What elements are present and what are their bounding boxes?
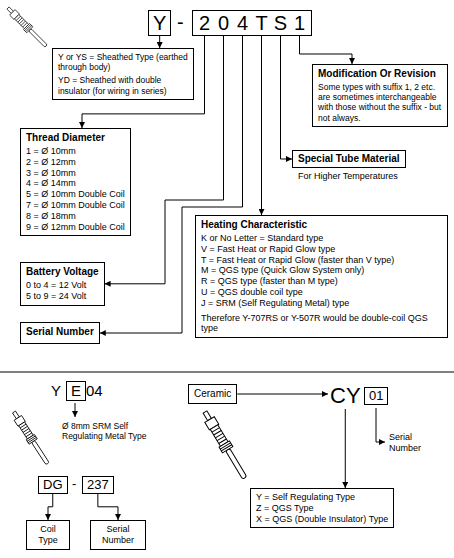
tube-material-box: Special Tube MaterialFor Higher Temperat… — [292, 148, 406, 182]
leader-arrow — [376, 408, 385, 442]
box-text: V = Fast Heat or Rapid Glow type — [201, 244, 442, 255]
connector-arrow — [98, 494, 118, 520]
glow-plug-figure — [200, 409, 250, 481]
box-text: 5 = Ø 10mm Double Coil — [26, 189, 125, 200]
glow-plug-figure — [10, 409, 52, 466]
box-text: Therefore Y-707RS or Y-507R would be dou… — [201, 313, 442, 335]
connector-arrow — [281, 35, 293, 159]
connector-arrow — [345, 409, 346, 488]
box-heading: Battery Voltage — [26, 266, 99, 278]
serial-code-box: 01 — [364, 387, 388, 405]
box-text: 2 = Ø 12mm — [26, 157, 125, 168]
box-heading: Thread Diameter — [26, 132, 125, 144]
box-text: 9 = Ø 12mm Double Coil — [26, 222, 125, 233]
box-text: M = QGS type (Quick Glow System only) — [201, 265, 442, 276]
coil-code-box: DG — [38, 476, 68, 494]
box-heading: Coil Type — [32, 524, 64, 546]
voltage-box: Battery Voltage 0 to 4 = 12 Volt5 to 9 = … — [20, 262, 105, 306]
box-text: 1 = Ø 10mm — [26, 146, 125, 157]
separator-line — [0, 372, 454, 373]
serial-code-box: 237 — [82, 476, 114, 494]
box-text: J = SRM (Self Regulating Metal) type — [201, 298, 442, 309]
ceramic-box: Ceramic — [188, 384, 237, 404]
label-text: Serial Number — [389, 432, 441, 454]
revision-box: Modification Or RevisionSome types with … — [312, 64, 448, 127]
box-text: 7 = Ø 10mm Double Coil — [26, 200, 125, 211]
box-heading: Modification Or Revision — [318, 68, 442, 80]
connector-arrow — [300, 35, 353, 64]
coil-type-box: Coil Type — [26, 520, 70, 550]
code-character: 0 — [214, 11, 233, 35]
box-heading: Y or YS = Sheathed Type (earthed through… — [58, 52, 188, 72]
box-text: 0 to 4 = 12 Volt — [26, 280, 99, 291]
connector-arrow — [159, 36, 160, 48]
box-text: Z = QGS Type — [256, 503, 388, 514]
box-heading: DG — [43, 477, 63, 493]
box-text: 8 = Ø 18mm — [26, 211, 125, 222]
label-text: - — [177, 10, 184, 34]
box-text: R = QGS type (faster than M type) — [201, 276, 442, 287]
box-heading: Ceramic — [194, 388, 231, 400]
label-text: Y — [51, 382, 61, 400]
code-character: 1 — [290, 11, 309, 35]
box-text: 4 = Ø 14mm — [26, 178, 125, 189]
box-heading: Heating Characteristic — [201, 219, 442, 231]
label-text: Ø 8mm SRM Self Regulating Metal Type — [62, 421, 154, 441]
code-digits-box: 204TS1 — [192, 10, 312, 36]
box-text: U = QGS double coil type — [201, 287, 442, 298]
box-heading: CY — [328, 383, 363, 409]
box-heading: 01 — [369, 388, 383, 404]
label-text: 04 — [86, 382, 103, 400]
connector-arrow — [237, 394, 328, 395]
code-character: S — [271, 11, 290, 35]
type-list-box: Y = Self Regulating TypeZ = QGS TypeX = … — [250, 488, 394, 528]
connector-arrow — [261, 35, 262, 215]
leader-arrow — [75, 403, 76, 417]
code-letter-box: Y — [148, 10, 171, 36]
box-heading: Y — [153, 11, 166, 35]
box-text: For Higher Temperatures — [292, 171, 406, 182]
connector-arrow — [48, 494, 53, 520]
box-text: K or No Letter = Standard type — [201, 233, 442, 244]
box-text: YD = Sheathed with double insulator (for… — [58, 75, 188, 95]
box-text: X = QGS (Double Insulator) Type — [256, 514, 388, 525]
label-text: - — [72, 476, 76, 492]
box-heading: Serial Number — [96, 524, 140, 546]
heating-box: Heating Characteristic K or No Letter = S… — [195, 215, 448, 338]
type-box: Y or YS = Sheathed Type (earthed through… — [52, 48, 194, 100]
box-text: 5 to 9 = 24 Volt — [26, 291, 99, 302]
box-heading: Special Tube Material — [292, 150, 406, 168]
box-heading: E — [71, 382, 81, 400]
box-heading: Serial Number — [26, 326, 94, 338]
glow-plug-figure — [5, 5, 49, 49]
code-character: T — [252, 11, 271, 35]
box-text: T = Fast Heat or Rapid Glow (faster than… — [201, 255, 442, 266]
box-text: Some types with suffix 1, 2 etc. are som… — [318, 82, 442, 123]
box-heading: 237 — [87, 477, 109, 493]
code-letters: CY — [328, 383, 363, 409]
serial-box: Serial Number — [20, 322, 100, 344]
code-letter-box: E — [66, 381, 86, 401]
code-character: 2 — [195, 11, 214, 35]
serial-box: Serial Number — [90, 520, 146, 550]
thread-box: Thread Diameter 1 = Ø 10mm2 = Ø 12mm3 = Ø… — [20, 128, 131, 236]
box-text: 3 = Ø 10mm — [26, 168, 125, 179]
box-heading: Y = Self Regulating Type — [256, 492, 388, 503]
code-character: 4 — [233, 11, 252, 35]
